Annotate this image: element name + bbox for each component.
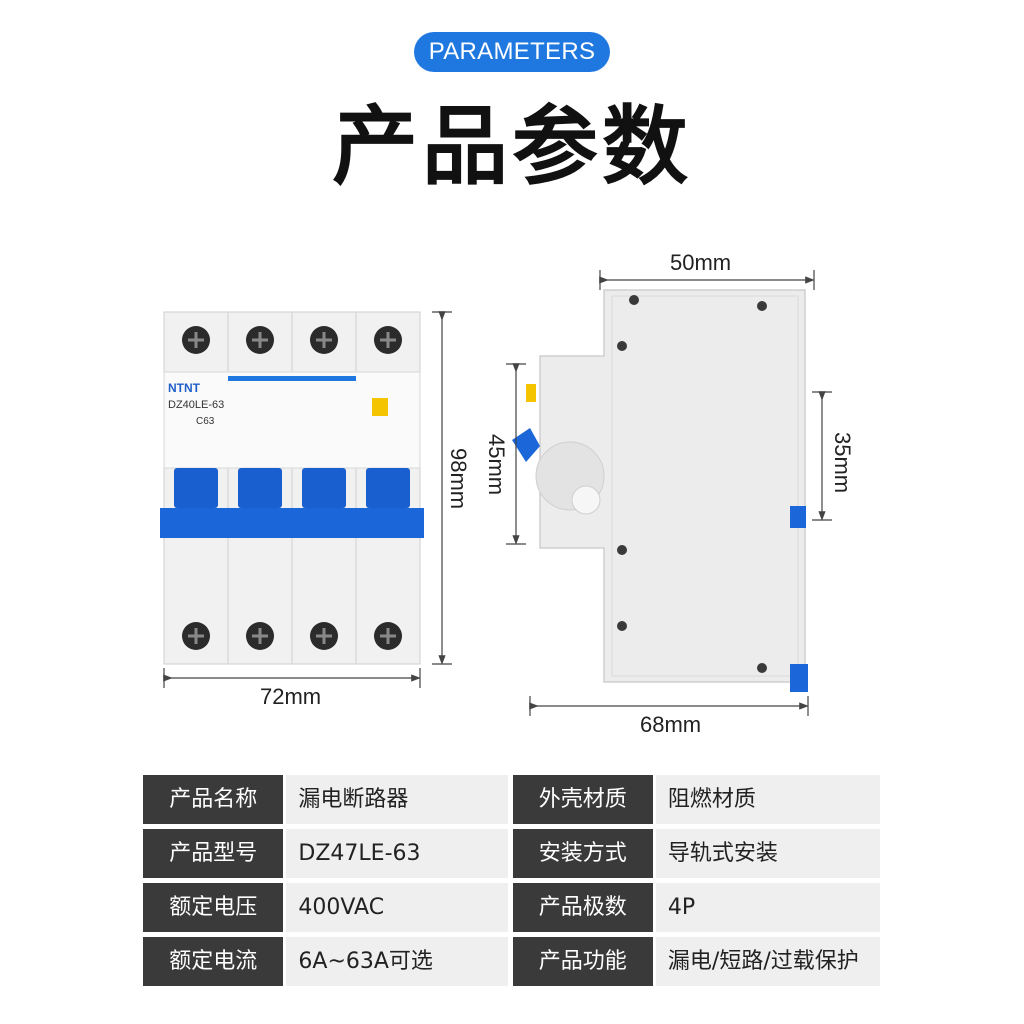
front-width-label: 72mm <box>260 684 322 709</box>
page-title: 产品参数 <box>332 97 692 197</box>
spec-label: 外壳材质 <box>512 775 653 824</box>
spec-value: 6A~63A可选 <box>286 937 508 986</box>
spec-value: DZ47LE-63 <box>286 829 508 878</box>
spec-label: 产品名称 <box>143 775 284 824</box>
parameters-badge: PARAMETERS <box>414 32 610 72</box>
spec-label: 额定电压 <box>143 883 284 932</box>
brand-label: NTNT <box>168 381 201 395</box>
spec-value: 阻燃材质 <box>655 775 881 824</box>
side-depth-bottom-label: 68mm <box>640 712 702 737</box>
breaker-side-view <box>512 289 808 692</box>
spec-value: 导轨式安装 <box>655 829 881 878</box>
table-row: 产品型号 DZ47LE-63 安装方式 导轨式安装 <box>143 829 881 878</box>
table-row: 额定电流 6A~63A可选 产品功能 漏电/短路/过载保护 <box>143 937 881 986</box>
spec-label: 产品极数 <box>512 883 653 932</box>
spec-value: 400VAC <box>286 883 508 932</box>
spec-label: 安装方式 <box>512 829 653 878</box>
spec-value: 4P <box>655 883 881 932</box>
front-height-label: 98mm <box>446 448 471 510</box>
side-height-left-label: 45mm <box>484 434 509 496</box>
table-row: 额定电压 400VAC 产品极数 4P <box>143 883 881 932</box>
spec-label: 产品功能 <box>512 937 653 986</box>
spec-label: 额定电流 <box>143 937 284 986</box>
side-depth-top-label: 50mm <box>670 250 732 275</box>
spec-table: 产品名称 漏电断路器 外壳材质 阻燃材质 产品型号 DZ47LE-63 安装方式… <box>143 775 881 991</box>
device-model-label: DZ40LE-63 <box>168 399 224 411</box>
device-rating-label: C63 <box>196 416 215 427</box>
spec-value: 漏电/短路/过载保护 <box>655 937 881 986</box>
breaker-front-view <box>160 311 424 665</box>
table-row: 产品名称 漏电断路器 外壳材质 阻燃材质 <box>143 775 881 824</box>
spec-label: 产品型号 <box>143 829 284 878</box>
side-height-right-label: 35mm <box>830 432 855 494</box>
spec-value: 漏电断路器 <box>286 775 508 824</box>
